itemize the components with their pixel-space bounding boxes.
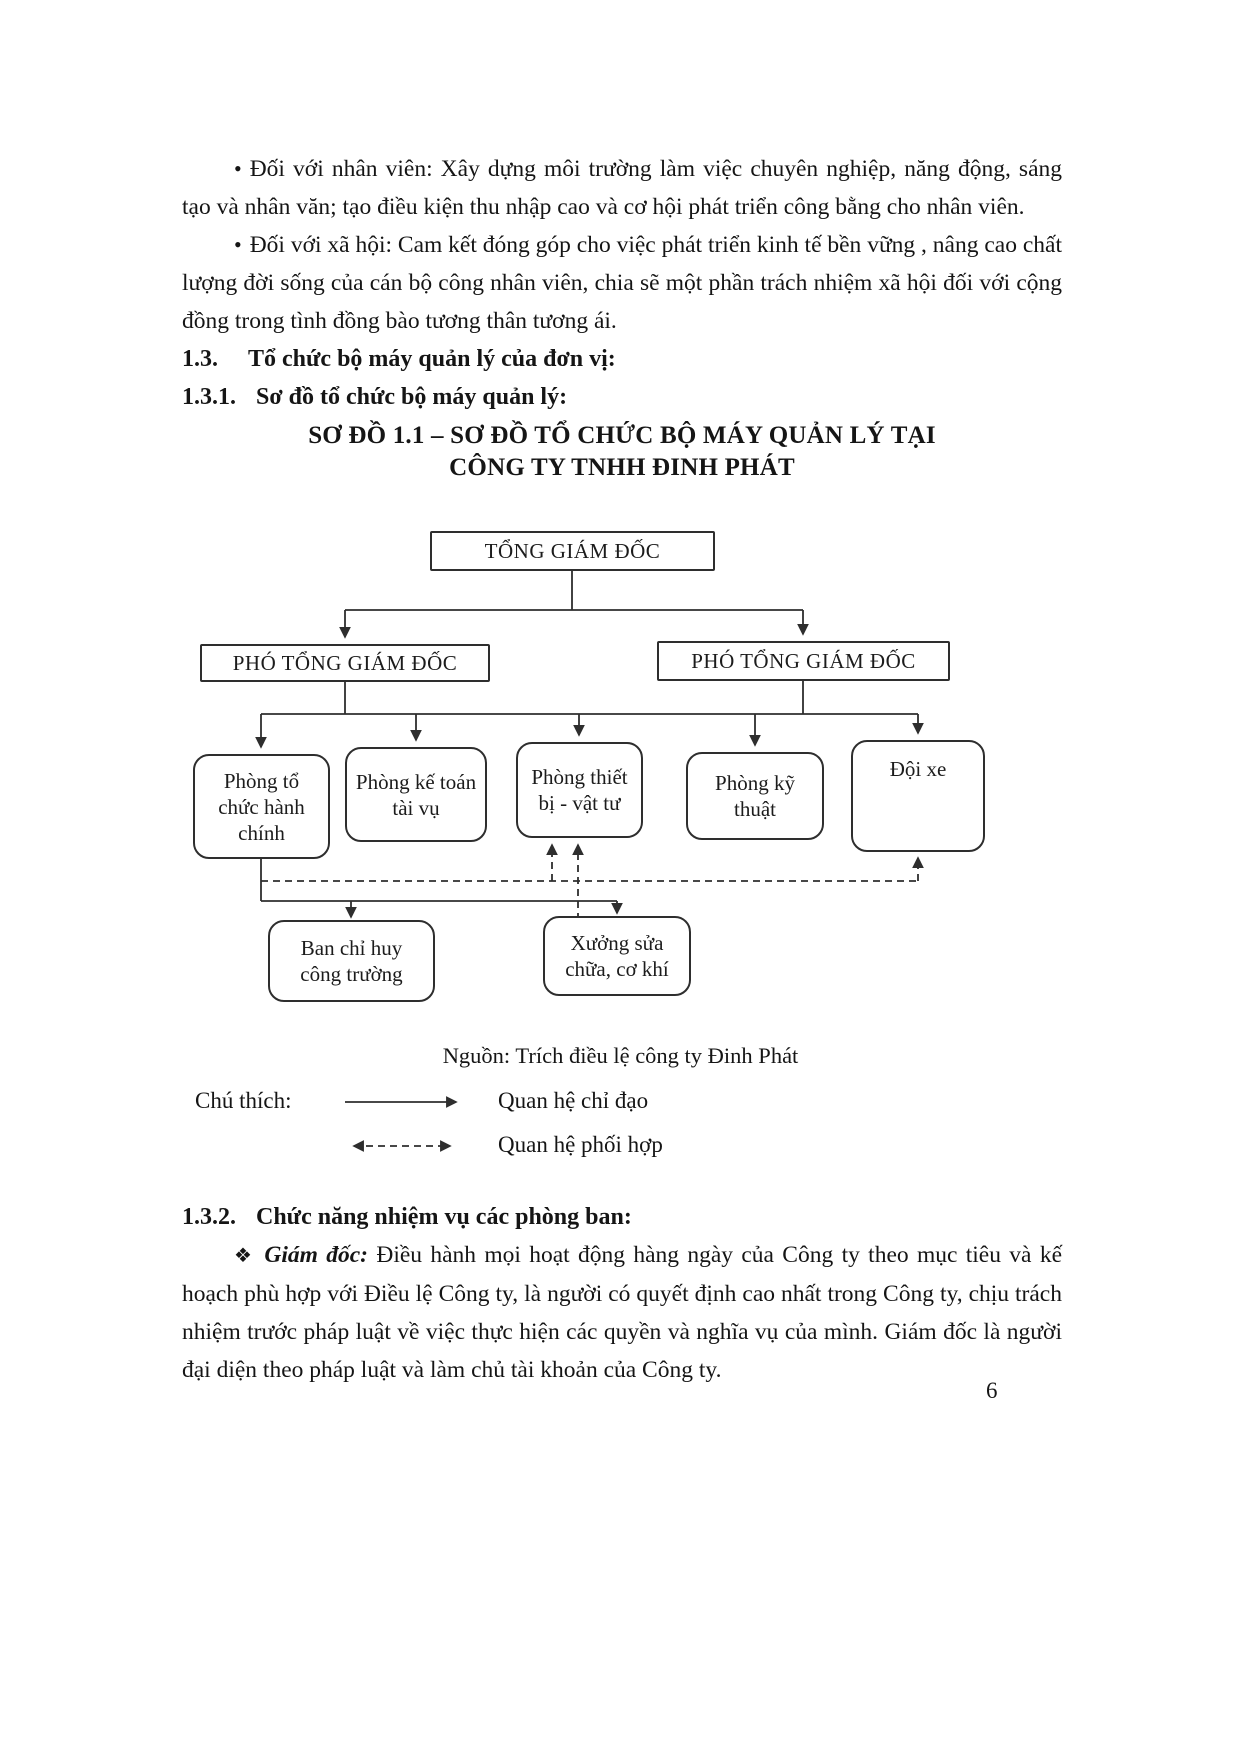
page-content: •Đối với nhân viên: Xây dựng môi trường … (182, 150, 1062, 484)
chart-title: SƠ ĐỒ 1.1 – SƠ ĐỒ TỔ CHỨC BỘ MÁY QUẢN LÝ… (182, 420, 1062, 484)
heading-1-3-2: 1.3.2. Chức năng nhiệm vụ các phòng ban: (182, 1198, 1062, 1236)
org-node-accounting-dept: Phòng kế toán tài vụ (345, 747, 487, 842)
director-text: Điều hành mọi hoạt động hàng ngày của Cô… (182, 1242, 1062, 1383)
orgchart-connectors (255, 571, 924, 1152)
chart-title-line1: SƠ ĐỒ 1.1 – SƠ ĐỒ TỔ CHỨC BỘ MÁY QUẢN LÝ… (308, 422, 936, 449)
bullet-text-society: Đối với xã hội: Cam kết đóng góp cho việ… (182, 232, 1062, 334)
chart-source-note: Nguồn: Trích điều lệ công ty Đinh Phát (442, 1043, 799, 1068)
org-node-label: TỔNG GIÁM ĐỐC (484, 539, 661, 563)
org-node-label: PHÓ TỔNG GIÁM ĐỐC (232, 651, 458, 675)
org-node-technical-dept: Phòng kỹ thuật (686, 752, 824, 840)
heading-1-3-2-text: Chức năng nhiệm vụ các phòng ban: (256, 1204, 632, 1230)
director-lead: Giám đốc: (264, 1242, 369, 1268)
org-node-label: Xưởng sửa chữa, cơ khí (565, 931, 669, 981)
legend-solid-label: Quan hệ chỉ đạo (498, 1088, 649, 1113)
org-node-equipment-materials-dept: Phòng thiết bị - vật tư (516, 742, 643, 838)
org-node-deputy-director-right: PHÓ TỔNG GIÁM ĐỐC (657, 641, 950, 681)
heading-1-3-1: 1.3.1. Sơ đồ tổ chức bộ máy quản lý: (182, 378, 1062, 416)
org-node-general-director: TỔNG GIÁM ĐỐC (430, 531, 715, 571)
heading-1-3: 1.3. Tổ chức bộ máy quản lý của đơn vị: (182, 340, 1062, 378)
bullet-paragraph-society: •Đối với xã hội: Cam kết đóng góp cho vi… (182, 226, 1062, 340)
org-node-repair-workshop: Xưởng sửa chữa, cơ khí (543, 916, 691, 996)
org-node-deputy-director-left: PHÓ TỔNG GIÁM ĐỐC (200, 644, 490, 682)
chart-title-line2: CÔNG TY TNHH ĐINH PHÁT (449, 454, 795, 481)
org-node-label: Phòng tổ chức hành chính (218, 768, 305, 845)
heading-1-3-2-number: 1.3.2. (182, 1204, 236, 1230)
legend-title: Chú thích: (195, 1088, 292, 1113)
heading-1-3-text: Tổ chức bộ máy quản lý của đơn vị: (248, 346, 616, 372)
director-paragraph: ❖ Giám đốc: Điều hành mọi hoạt động hàng … (182, 1236, 1062, 1389)
org-node-label: PHÓ TỔNG GIÁM ĐỐC (691, 649, 916, 673)
heading-1-3-1-number: 1.3.1. (182, 384, 236, 410)
org-node-label: Phòng kỹ thuật (715, 771, 795, 821)
org-node-label: Phòng kế toán tài vụ (355, 769, 477, 820)
page-number: 6 (986, 1378, 998, 1403)
diamond-bullet-marker: ❖ (234, 1245, 255, 1267)
heading-1-3-number: 1.3. (182, 346, 218, 372)
org-node-label: Phòng thiết bị - vật tư (531, 765, 628, 815)
org-node-vehicle-team: Đội xe (851, 740, 985, 852)
heading-1-3-1-text: Sơ đồ tổ chức bộ máy quản lý: (256, 384, 568, 410)
section-1-3-2: 1.3.2.Chức năng nhiệm vụ các phòng ban: … (182, 1198, 1062, 1389)
org-node-label: Đội xe (889, 757, 947, 781)
bullet-marker: • (234, 156, 242, 181)
org-node-admin-hr-dept: Phòng tổ chức hành chính (193, 754, 330, 859)
bullet-text-employees: Đối với nhân viên: Xây dựng môi trường l… (182, 156, 1062, 220)
legend-dashed-label: Quan hệ phối hợp (498, 1132, 663, 1157)
org-node-label: Ban chỉ huy công trường (300, 936, 403, 986)
bullet-paragraph-employees: •Đối với nhân viên: Xây dựng môi trường … (182, 150, 1062, 226)
bullet-marker: • (234, 232, 242, 257)
org-chart: TỔNG GIÁM ĐỐC PHÓ TỔNG GIÁM ĐỐC PHÓ TỔNG… (0, 524, 1241, 1179)
org-node-site-command-board: Ban chỉ huy công trường (268, 920, 435, 1002)
